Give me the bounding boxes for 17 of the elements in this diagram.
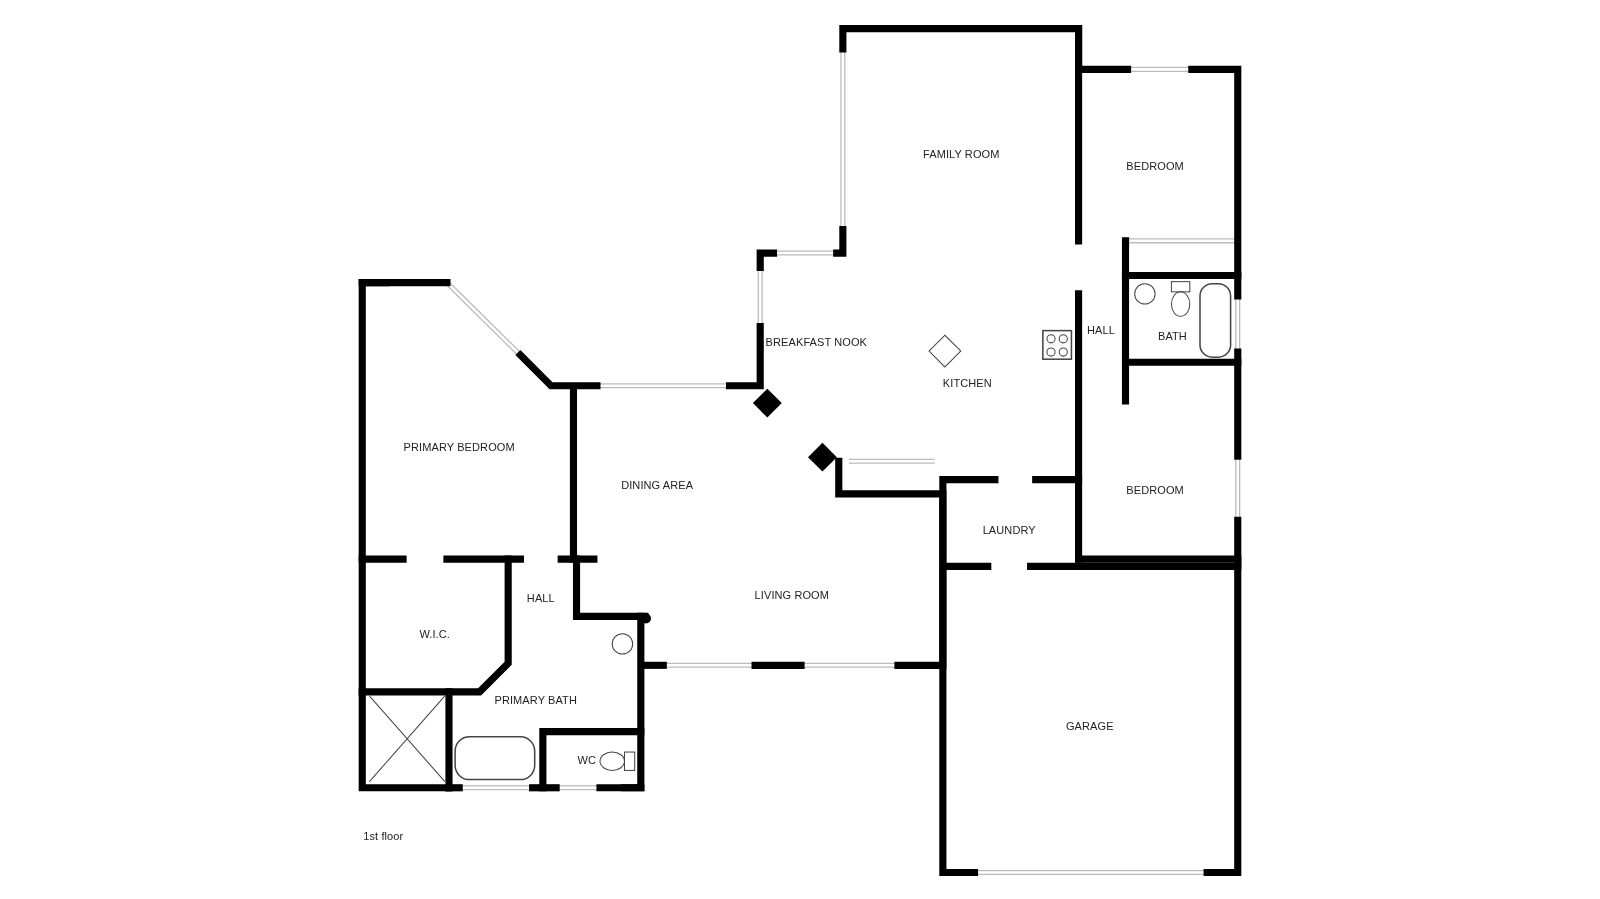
room-label: BREAKFAST NOOK <box>765 335 868 348</box>
room-label: GARAGE <box>1065 719 1114 732</box>
room-label: KITCHEN <box>942 376 992 389</box>
room-label: PRIMARY BATH <box>494 694 577 706</box>
room-label: FAMILY ROOM <box>923 148 1000 161</box>
room-label: LIVING ROOM <box>754 588 830 601</box>
room-label: BATH <box>1158 329 1187 342</box>
room-label: HALL <box>526 591 555 604</box>
room-label: PRIMARY BEDROOM <box>403 440 515 453</box>
room-label: WC <box>577 754 596 767</box>
room-label: LAUNDRY <box>982 523 1036 536</box>
floor-label: 1st floor <box>363 829 404 842</box>
room-label: DINING AREA <box>621 478 694 491</box>
room-label: HALL <box>1087 323 1115 336</box>
room-label: BEDROOM <box>1126 160 1184 173</box>
room-label: W.I.C. <box>419 627 450 640</box>
room-label: BEDROOM <box>1126 483 1184 496</box>
